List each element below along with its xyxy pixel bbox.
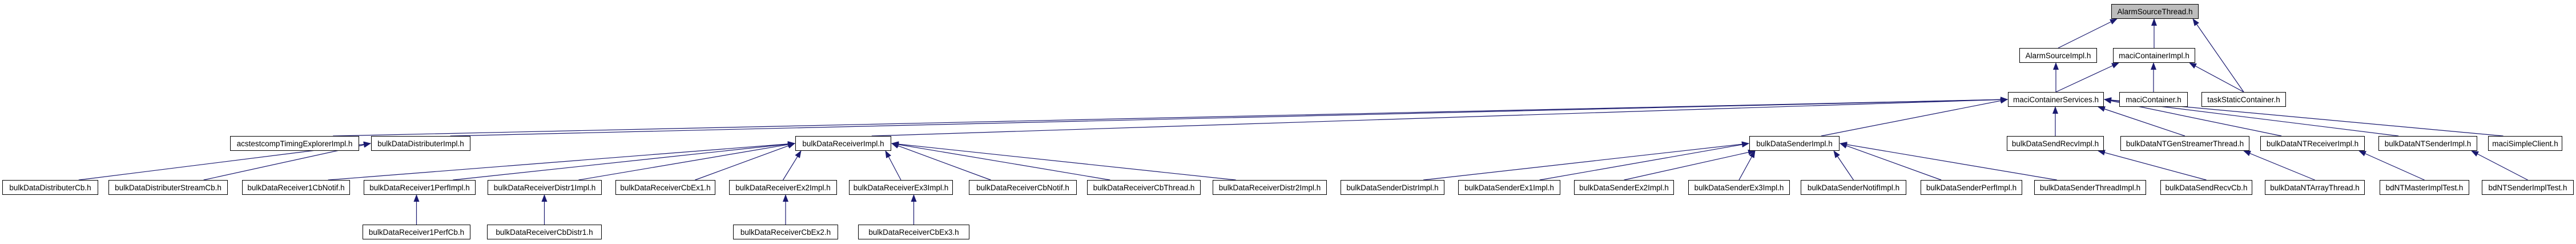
graph-edge (1624, 149, 1756, 181)
graph-edge (891, 143, 991, 181)
bulk-data-ntreceiver-impl-node[interactable]: bulkDataNTReceiverImpl.h (2260, 136, 2365, 151)
graph-edge (2358, 150, 2425, 181)
bulk-data-receiver-distr1-impl-node[interactable]: bulkDataReceiverDistr1Impl.h (488, 180, 602, 195)
graph-edge (450, 97, 2008, 137)
graph-edge (1539, 142, 1749, 181)
graph-edge (2098, 150, 2207, 181)
graph-edge (891, 142, 1110, 181)
bulk-data-ntgen-streamer-thread-node[interactable]: bulkDataNTGenStreamerThread.h (2120, 136, 2249, 151)
graph-edge (453, 141, 795, 181)
bulk-data-receiver-ex2-impl-node[interactable]: bulkDataReceiverEx2Impl.h (729, 180, 837, 195)
graph-edge (1840, 142, 2057, 181)
graph-edge (2192, 18, 2244, 93)
bulk-data-distributer-stream-cb-node[interactable]: bulkDataDistributerStreamCb.h (108, 180, 228, 195)
bulk-data-sender-impl-node[interactable]: bulkDataSenderImpl.h (1749, 136, 1840, 151)
bulk-data-receiver-cb-notif-node[interactable]: bulkDataReceiverCbNotif.h (969, 180, 1077, 195)
graph-edge (695, 143, 795, 181)
graph-edge (1821, 98, 2008, 137)
graph-edge (2055, 62, 2119, 93)
bulk-data-distributer-cb-node[interactable]: bulkDataDistributerCb.h (2, 180, 98, 195)
bulk-data-receiver-ex3-impl-node[interactable]: bulkDataReceiverEx3Impl.h (849, 180, 953, 195)
graph-edge (891, 141, 1236, 181)
maci-container-node[interactable]: maciContainer.h (2119, 92, 2188, 107)
bulk-data-receiver-distr2-impl-node[interactable]: bulkDataReceiverDistr2Impl.h (1213, 180, 1327, 195)
graph-edge (333, 97, 2008, 137)
bulk-data-ntsender-impl-node[interactable]: bulkDataNTSenderImpl.h (2378, 136, 2477, 151)
alarm-source-impl-node[interactable]: AlarmSourceImpl.h (2019, 48, 2097, 63)
bulk-data-receiver-impl-node[interactable]: bulkDataReceiverImpl.h (795, 136, 891, 151)
graph-edge (871, 97, 2008, 137)
bulk-data-sender-ex2-impl-node[interactable]: bulkDataSenderEx2Impl.h (1574, 180, 1674, 195)
task-static-container-node[interactable]: taskStaticContainer.h (2201, 92, 2286, 107)
maci-simple-client-node[interactable]: maciSimpleClient.h (2488, 136, 2562, 151)
graph-edge (1738, 150, 1756, 181)
alarm-source-thread-node: AlarmSourceThread.h (2111, 4, 2199, 19)
bulk-data-sender-thread-impl-node[interactable]: bulkDataSenderThreadImpl.h (2034, 180, 2146, 195)
bulk-data-send-recv-cb-node[interactable]: bulkDataSendRecvCb.h (2160, 180, 2252, 195)
bulk-data-sender-notif-impl-node[interactable]: bulkDataSenderNotifImpl.h (1801, 180, 1906, 195)
bulk-data-send-recv-impl-node[interactable]: bulkDataSendRecvImpl.h (2007, 136, 2104, 151)
acstestcomp-timing-explorer-impl-node[interactable]: acstestcompTimingExplorerImpl.h (230, 136, 359, 151)
bulk-data-receiver-cb-distr1-node[interactable]: bulkDataReceiverCbDistr1.h (487, 225, 602, 239)
bd-ntmaster-impl-test-node[interactable]: bdNTMasterImplTest.h (2380, 180, 2469, 195)
maci-container-impl-node[interactable]: maciContainerImpl.h (2113, 48, 2195, 63)
maci-container-services-node[interactable]: maciContainerServices.h (2008, 92, 2104, 107)
bulk-data-receiver-cb-ex3-node[interactable]: bulkDataReceiverCbEx3.h (858, 225, 969, 239)
bulk-data-ntarray-thread-node[interactable]: bulkDataNTArrayThread.h (2265, 180, 2365, 195)
graph-edge (2189, 62, 2244, 93)
graph-edge (1423, 141, 1749, 181)
graph-edge (885, 150, 901, 181)
graph-edge (328, 141, 795, 181)
bulk-data-sender-distr-impl-node[interactable]: bulkDataSenderDistrImpl.h (1341, 180, 1444, 195)
graph-edge (2098, 106, 2185, 137)
bulk-data-receiver1-perf-impl-node[interactable]: bulkDataReceiver1PerfImpl.h (364, 180, 476, 195)
graph-edge (1833, 150, 1854, 181)
bulk-data-sender-ex3-impl-node[interactable]: bulkDataSenderEx3Impl.h (1688, 180, 1790, 195)
bulk-data-receiver1-cb-notif-node[interactable]: bulkDataReceiver1CbNotif.h (242, 180, 350, 195)
graph-edge (782, 150, 802, 181)
bulk-data-receiver1-perf-cb-node[interactable]: bulkDataReceiver1PerfCb.h (363, 225, 470, 239)
bulk-data-distributer-impl-node[interactable]: bulkDataDistributerImpl.h (371, 136, 470, 151)
graph-edge (2471, 150, 2528, 181)
bd-ntsender-impl-test-node[interactable]: bdNTSenderImplTest.h (2482, 180, 2574, 195)
graph-edge (2243, 150, 2315, 181)
graph-edge (578, 142, 795, 181)
bulk-data-sender-perf-impl-node[interactable]: bulkDataSenderPerfImpl.h (1921, 180, 2022, 195)
bulk-data-sender-ex1-impl-node[interactable]: bulkDataSenderEx1Impl.h (1458, 180, 1560, 195)
graph-edge (2058, 18, 2118, 49)
bulk-data-receiver-cb-ex2-node[interactable]: bulkDataReceiverCbEx2.h (733, 225, 838, 239)
bulk-data-receiver-cb-thread-node[interactable]: bulkDataReceiverCbThread.h (1087, 180, 1201, 195)
graph-edge (1840, 143, 1942, 181)
bulk-data-receiver-cb-ex1-node[interactable]: bulkDataReceiverCbEx1.h (615, 180, 715, 195)
